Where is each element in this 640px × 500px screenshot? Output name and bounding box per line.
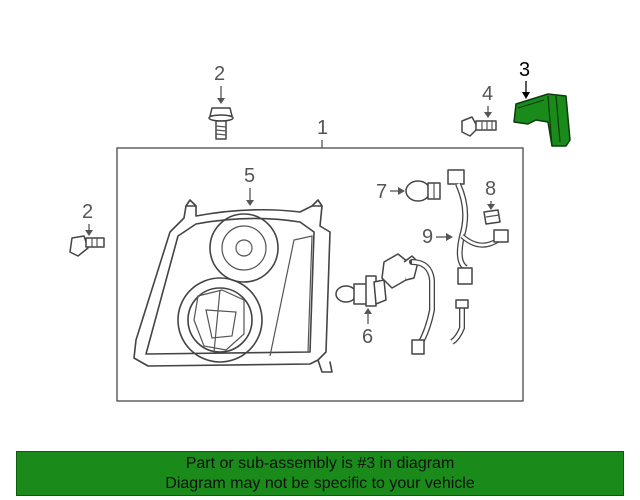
banner-line-1: Part or sub-assembly is #3 in diagram [185,454,455,472]
callout-4: 4 [482,83,493,105]
info-banner: Part or sub-assembly is #3 in diagram Di… [16,451,624,496]
callout-2-left: 2 [82,201,93,223]
callout-6: 6 [362,326,373,348]
bolt-left [69,235,105,257]
bracket-part-3 [513,93,571,147]
clip-part-8 [483,209,501,225]
harness-part-9 [447,169,509,345]
callout-3: 3 [519,59,530,81]
socket-harness [381,253,435,355]
callout-8: 8 [485,178,496,200]
banner-line-2: Diagram may not be specific to your vehi… [165,474,475,492]
assembly-frame [116,147,524,402]
callout-5: 5 [244,165,255,187]
callout-9: 9 [422,226,433,248]
bulb-part-7 [405,180,441,202]
bulb-part-6 [335,275,387,307]
callout-2-top: 2 [214,63,225,85]
callout-1: 1 [317,117,328,139]
callout-7: 7 [376,181,387,203]
headlamp-parts-diagram: 1 2 2 3 4 5 [69,59,571,402]
bolt-part-4 [461,116,497,137]
bolt-top [208,107,234,140]
headlamp-housing [133,199,333,373]
